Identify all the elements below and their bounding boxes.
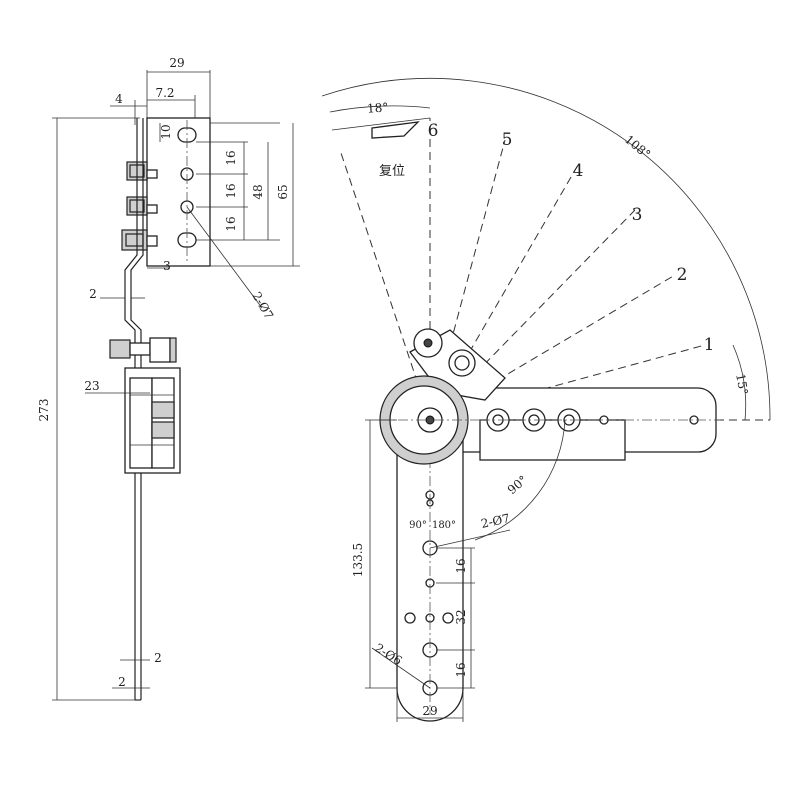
fan-position-1: 1 (704, 335, 715, 355)
side-dim-23: 23 (84, 379, 99, 393)
side-dim-2-lower-b: 2 (118, 675, 126, 689)
fan-dim-16-a: 16 (454, 558, 468, 573)
fan-view: 18° 108° 15° 复位 1 2 3 4 5 6 (321, 78, 771, 722)
fan-dim-133-5: 133.5 (351, 543, 365, 577)
side-dim-7-2: 7.2 (155, 86, 174, 100)
fan-position-5: 5 (502, 130, 513, 150)
side-dim-4: 4 (115, 92, 123, 106)
side-dim-29: 29 (169, 56, 184, 70)
fan-dim-90: 90° (409, 520, 427, 531)
side-dim-2-upper: 2 (89, 287, 97, 301)
side-dim-2-lower-a: 2 (154, 651, 162, 665)
side-dim-48: 48 (251, 184, 265, 199)
side-dim-10: 10 (159, 124, 173, 139)
side-dim-16-a: 16 (224, 150, 238, 165)
side-dim-65: 65 (276, 184, 290, 199)
fan-angle-15: 15° (733, 373, 750, 396)
side-dim-273: 273 (37, 399, 51, 422)
fan-dim-hole-7: 2-Ø7 (480, 511, 511, 531)
fan-dim-29: 29 (422, 704, 437, 718)
fan-position-4: 4 (573, 161, 584, 181)
side-dim-16-c: 16 (224, 216, 238, 231)
fan-dim-16-b: 16 (454, 662, 468, 677)
fan-position-3: 3 (632, 205, 643, 225)
fan-position-2: 2 (677, 265, 688, 285)
side-dim-16-b: 16 (224, 183, 238, 198)
side-dim-3: 3 (163, 259, 171, 273)
side-view: 29 7.2 4 10 16 16 16 48 65 (37, 56, 300, 701)
fan-position-6: 6 (428, 121, 439, 141)
fan-angle-108: 108° (622, 132, 653, 161)
fan-dim-180: 180° (432, 520, 456, 531)
fan-angle-90: 90° (505, 473, 530, 497)
fan-angle-18: 18° (367, 100, 389, 115)
fan-reset-label: 复位 (379, 164, 405, 179)
fan-dim-32: 32 (454, 609, 468, 624)
side-dim-hole-7: 2-Ø7 (249, 290, 276, 322)
